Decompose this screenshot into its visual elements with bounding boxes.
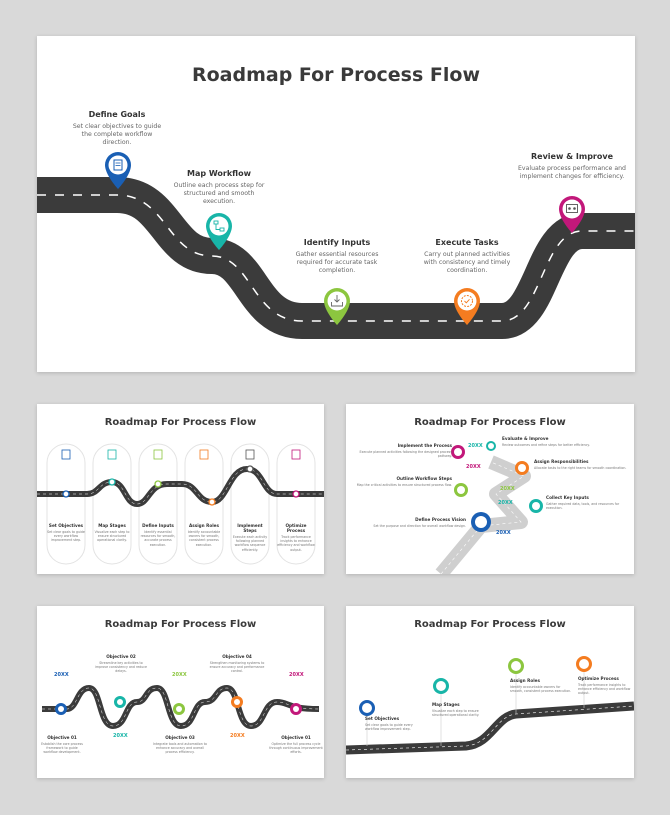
item-title: Implement the Process [348,443,452,448]
location-pin-icon [322,287,352,327]
year-label: 20XX [468,443,483,449]
item-title: Assign Roles [185,523,223,528]
thumb3-item: Objective 03 Integrate tools and automati… [151,735,209,755]
location-pin-icon [103,151,133,191]
item-desc: Map the critical activities to ensure st… [348,483,452,487]
item-title: Optimize Process [578,676,632,681]
location-pin-icon [557,195,587,235]
stage-define-goals: Define Goals Set clear objectives to gui… [67,110,167,147]
stage-desc: Outline each process step for structured… [169,182,269,206]
item-title: Define Process Vision [348,517,466,522]
thumb3-item: Objective 02 Streamline key activities to… [93,654,149,674]
item-desc: Streamline key activities to improve con… [93,661,149,674]
item-desc: Identify accountable owners for smooth, … [185,530,223,547]
stage-title: Identify Inputs [287,238,387,247]
year-label: 20XX [496,530,511,536]
item-title: Objective 04 [207,654,267,659]
stage-desc: Carry out planned activities with consis… [417,251,517,275]
thumb3-item: Objective 01 Optimize the full process cy… [269,735,323,755]
item-title: Objective 01 [269,735,323,740]
year-label: 20XX [172,672,187,678]
item-desc: Track performance insights to enhance ef… [578,683,632,696]
item-title: Implement Steps [231,523,269,533]
item-desc: Execute planned activities following the… [348,450,452,458]
item-desc: Allocate tasks to the right teams for sm… [534,466,629,470]
item-desc: Strengthen monitoring systems to ensure … [207,661,267,674]
item-desc: Visualize each step to ensure structured… [93,530,131,543]
stage-identify-inputs: Identify Inputs Gather essential resourc… [287,238,387,275]
item-title: Objective 03 [151,735,209,740]
year-label: 20XX [500,486,515,492]
year-label: 20XX [498,500,513,506]
item-title: Objective 01 [39,735,85,740]
item-title: Set Objectives [47,523,85,528]
stage-map-workflow: Map Workflow Outline each process step f… [169,169,269,206]
year-label: 20XX [54,672,69,678]
item-desc: Review outcomes and refine steps for bet… [502,443,612,447]
item-desc: Track performance insights to enhance ef… [277,535,315,552]
stage-title: Execute Tasks [417,238,517,247]
thumb3-item: Objective 04 Strengthen monitoring system… [207,654,267,674]
stage-title: Map Workflow [169,169,269,178]
thumbnail-slide-3[interactable]: Roadmap For Process Flow 20XX 20XX 20XX … [37,606,324,778]
item-desc: Identify essential resources for smooth,… [139,530,177,547]
location-pin-icon [204,212,234,252]
item-desc: Integrate tools and automation to enhanc… [151,742,209,755]
item-title: Map Stages [432,702,488,707]
stage-desc: Evaluate process performance and impleme… [517,165,627,181]
stage-title: Review & Improve [517,152,627,161]
thumbnail-slide-2[interactable]: Roadmap For Process Flow 20XX 20XX 20XX … [346,404,634,574]
item-title: Assign Responsibilities [534,459,629,464]
stage-desc: Set clear objectives to guide the comple… [67,123,167,147]
item-title: Collect Key Inputs [546,495,632,500]
item-title: Optimize Process [277,523,315,533]
stage-review-improve: Review & Improve Evaluate process perfor… [517,152,627,181]
item-desc: Visualize each step to ensure structured… [432,709,488,717]
item-desc: Set clear goals to guide every workflow … [365,723,421,731]
stage-title: Define Goals [67,110,167,119]
item-desc: Set the purpose and direction for overal… [348,524,466,528]
year-label: 20XX [289,672,304,678]
item-desc: Optimize the full process cycle through … [269,742,323,755]
item-desc: Identify accountable owners for smooth, … [510,685,572,693]
item-title: Map Stages [93,523,131,528]
item-title: Outline Workflow Steps [348,476,452,481]
road-graphic [346,404,634,574]
stage-desc: Gather essential resources required for … [287,251,387,275]
item-title: Evaluate & Improve [502,436,612,441]
item-title: Assign Roles [510,678,572,683]
stage-execute-tasks: Execute Tasks Carry out planned activiti… [417,238,517,275]
item-desc: Establish the core process framework to … [39,742,85,755]
main-slide[interactable]: Roadmap For Process Flow Define Goals Se… [37,36,635,372]
thumb1-item: Implement StepsExecute each activity fol… [231,523,269,552]
thumb3-item: Objective 01 Establish the core process f… [39,735,85,755]
item-desc: Set clear goals to guide every workflow … [47,530,85,543]
item-desc: Gather required data, tools, and resourc… [546,502,632,510]
year-label: 20XX [230,733,245,739]
item-title: Objective 02 [93,654,149,659]
item-title: Define Inputs [139,523,177,528]
location-pin-icon [452,287,482,327]
item-desc: Execute each activity following planned … [231,535,269,552]
year-label: 20XX [466,464,481,470]
item-title: Set Objectives [365,716,421,721]
year-label: 20XX [113,733,128,739]
